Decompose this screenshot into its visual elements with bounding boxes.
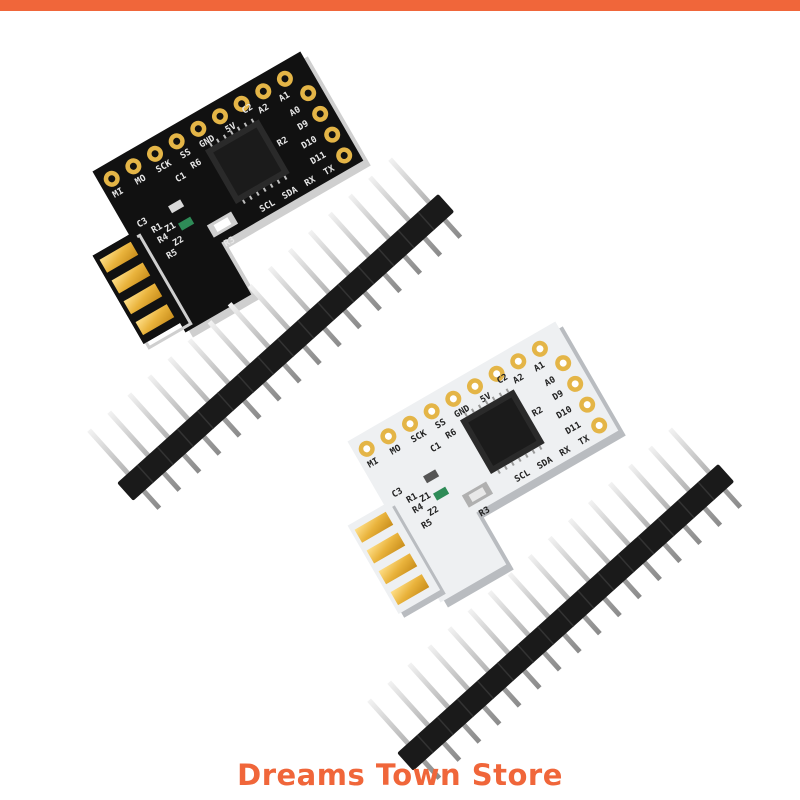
silk-label-z1: Z1 xyxy=(163,221,177,235)
silk-label-z2: Z2 xyxy=(171,235,185,249)
silk-label-r2: R2 xyxy=(531,405,545,419)
silk-label-tx: TX xyxy=(322,164,337,178)
silk-label-a0: A0 xyxy=(288,105,302,119)
silk-label-rx: RX xyxy=(558,445,573,459)
silk-label-c3: C3 xyxy=(135,216,149,230)
silk-label-c1: C1 xyxy=(429,441,443,455)
store-name-caption: Dreams Town Store xyxy=(237,758,563,792)
silk-label-mo: MO xyxy=(389,443,404,457)
white-board: MI MO SCK SS GND 5V A2 A1 A0 D9 D10 D11 … xyxy=(347,321,626,618)
silk-label-5v: 5V xyxy=(224,121,239,135)
silk-label-c2: C2 xyxy=(496,372,510,386)
top-accent-bar xyxy=(0,0,800,11)
silk-label-c3: C3 xyxy=(390,486,404,500)
silk-label-ss: SS xyxy=(179,147,193,161)
silk-label-r3: R3 xyxy=(223,235,237,249)
silk-label-r4: R4 xyxy=(411,502,426,516)
silk-label-r2: R2 xyxy=(276,135,290,149)
silk-label-r6: R6 xyxy=(189,158,203,172)
silk-label-r3: R3 xyxy=(478,505,492,519)
silk-label-z2: Z2 xyxy=(426,505,440,519)
pin-holes-right xyxy=(300,85,353,164)
silk-label-rx: RX xyxy=(303,175,318,189)
pcb-body xyxy=(92,51,364,333)
microcontroller-chip xyxy=(460,388,545,475)
silk-label-r5: R5 xyxy=(165,248,179,262)
silk-label-a0: A0 xyxy=(543,375,557,389)
silk-label-r4: R4 xyxy=(156,232,171,246)
silk-label-5v: 5V xyxy=(479,391,494,405)
silk-label-a1: A1 xyxy=(277,90,291,104)
pin-holes-top xyxy=(103,70,293,187)
usb-contacts xyxy=(354,511,430,606)
pin-header-strip-2 xyxy=(367,427,743,780)
pin-holes-right xyxy=(555,355,608,434)
pin-holes-top xyxy=(358,340,548,457)
silk-label-r5: R5 xyxy=(420,518,434,532)
silk-label-r1: R1 xyxy=(150,222,164,236)
silk-label-mi: MI xyxy=(111,186,125,200)
silk-label-r6: R6 xyxy=(444,428,458,442)
black-board: MI MO SCK SS GND 5V A2 A1 A0 D9 D10 D11 … xyxy=(92,51,371,350)
silk-label-a1: A1 xyxy=(532,360,546,374)
pin-header-strip-1 xyxy=(87,157,463,510)
silk-label-d9: D9 xyxy=(296,119,310,133)
silk-label-r1: R1 xyxy=(405,492,419,506)
silk-label-a2: A2 xyxy=(257,102,271,116)
silk-label-mi: MI xyxy=(366,456,380,470)
silk-label-mo: MO xyxy=(134,173,149,187)
silk-label-d9: D9 xyxy=(551,389,565,403)
silk-label-c1: C1 xyxy=(174,171,188,185)
usb-contacts xyxy=(99,241,175,336)
silk-label-tx: TX xyxy=(577,434,592,448)
silk-label-a2: A2 xyxy=(512,372,526,386)
silk-label-z1: Z1 xyxy=(418,491,432,505)
silk-label-ss: SS xyxy=(434,417,448,431)
microcontroller-chip xyxy=(205,118,290,205)
pcb-body xyxy=(347,321,619,603)
silk-label-c2: C2 xyxy=(241,102,255,116)
